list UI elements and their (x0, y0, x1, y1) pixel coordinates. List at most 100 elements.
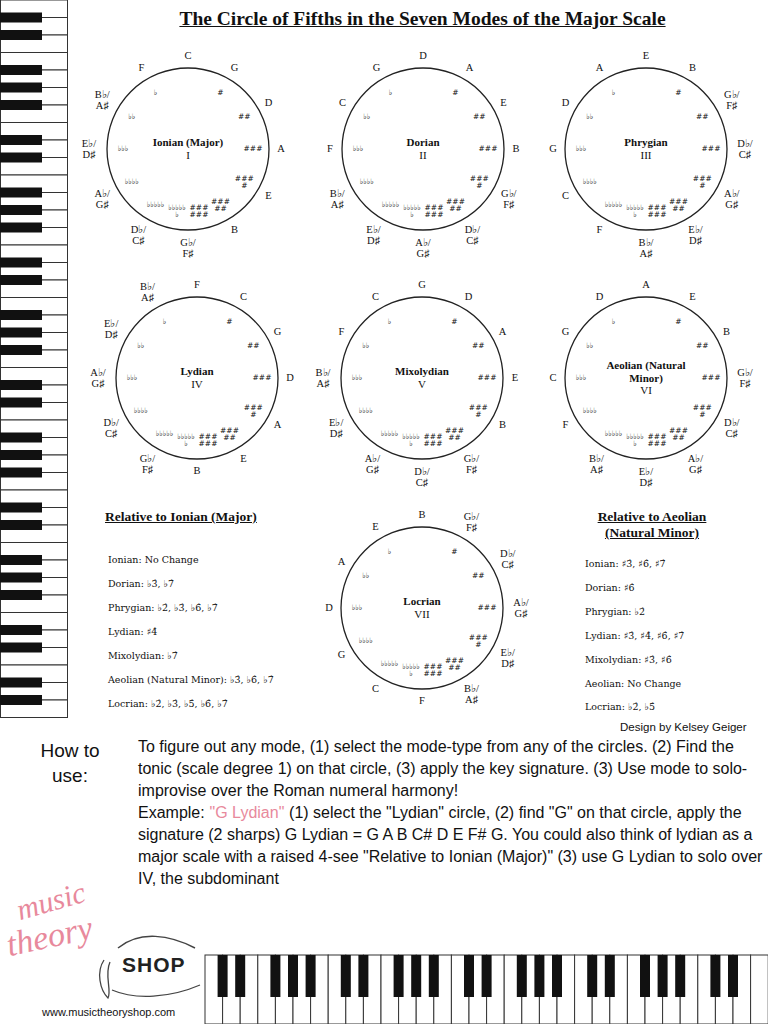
key-signature: # (675, 89, 681, 96)
key-signature: ♭♭♭♭♭♭ (625, 433, 645, 447)
key-signature: ♭♭♭♭♭♭ (401, 663, 421, 677)
note-name: D♭/ C♯ (724, 416, 740, 438)
note-name: A♭/ G♯ (688, 453, 704, 475)
note-name: B (499, 419, 506, 430)
note-name: A♭/ G♯ (95, 187, 111, 209)
mode-rule: Ionian: ♯3̂, ♯6̂, ♯7̂ (585, 558, 666, 569)
key-signature: ###### (424, 204, 444, 218)
note-name: E (372, 522, 378, 533)
note-name: B♭/ A♯ (316, 367, 331, 389)
key-signature: #### (469, 174, 489, 188)
black-key (0, 450, 42, 460)
note-name: A (274, 419, 282, 430)
mode-name: Phrygian (624, 136, 667, 149)
mode-rule: Phrygian: ♭2̂ (585, 606, 645, 617)
note-name: A♭/ G♯ (513, 597, 529, 619)
key-signature: # (226, 318, 232, 325)
black-key (0, 468, 42, 478)
note-name: B (512, 143, 519, 154)
black-key (341, 955, 351, 997)
key-signature: ♭♭♭♭♭ (605, 431, 623, 438)
black-key (0, 433, 42, 443)
black-key (429, 955, 439, 997)
note-name: G (231, 63, 239, 74)
note-name: G (562, 326, 570, 337)
mode-rule: Mixolydian: ♭7̂ (108, 650, 178, 661)
mode-rule: Phrygian: ♭2̂, ♭3̂, ♭6̂, ♭7̂ (108, 602, 218, 613)
key-signature: ♭♭♭♭♭ (156, 431, 174, 438)
roman-numeral: II (419, 149, 426, 162)
key-signature: ##### (669, 198, 689, 212)
black-key (0, 555, 42, 565)
key-signature: ♭ (388, 318, 392, 325)
key-signature: ♭♭♭♭ (125, 178, 139, 185)
note-name: D♭/ C♯ (104, 416, 120, 438)
note-name: G (418, 279, 426, 290)
circle-line (341, 297, 503, 459)
roman-numeral: IV (191, 378, 203, 391)
roman-numeral: VI (640, 384, 652, 397)
key-signature: ##### (445, 657, 465, 671)
note-name: B (418, 509, 425, 520)
how-to-text: To figure out any mode, (1) select the m… (138, 736, 764, 890)
note-name: E♭/ D♯ (501, 646, 515, 668)
circle-line (116, 297, 278, 459)
note-name: B♭/ A♯ (464, 683, 479, 705)
note-name: B (193, 465, 200, 476)
black-key (0, 678, 42, 688)
black-key (270, 955, 280, 997)
key-signature: ♭♭ (137, 342, 144, 349)
note-name: D♭/ C♯ (500, 547, 516, 569)
note-name: C (372, 683, 379, 694)
black-key (464, 955, 474, 997)
credit: Design by Kelsey Geiger (620, 721, 747, 733)
key-signature: #### (468, 633, 488, 647)
key-signature: ###### (423, 433, 443, 447)
note-name: C (240, 292, 247, 303)
key-signature: ♭♭♭♭♭ (605, 202, 623, 209)
note-name: E (240, 453, 246, 464)
black-key (0, 380, 42, 390)
key-signature: ## (472, 342, 485, 349)
note-name: D (562, 97, 570, 108)
note-name: A♭/ G♯ (724, 187, 740, 209)
note-name: A♭/ G♯ (415, 237, 431, 259)
note-name: B (231, 224, 238, 235)
note-name: D♭/ C♯ (414, 466, 430, 488)
note-name: B♭/ A♯ (639, 237, 654, 259)
note-name: A (642, 279, 650, 290)
black-key (0, 205, 42, 215)
black-key (0, 258, 42, 268)
black-key (306, 955, 316, 997)
key-signature: ## (472, 572, 485, 579)
mode-name: Mixolydian (395, 365, 449, 378)
key-signature: # (452, 89, 458, 96)
website: www.musictheoryshop.com (42, 1006, 175, 1018)
black-key (0, 573, 42, 583)
white-key (751, 955, 768, 1024)
mode-rule: Aeolian (Natural Minor): ♭3̂, ♭6̂, ♭7̂ (108, 674, 274, 685)
note-name: A (338, 556, 346, 567)
note-name: B♭/ A♯ (95, 88, 110, 110)
key-signature: ## (473, 113, 486, 120)
how-to-heading: How to use: (32, 739, 108, 788)
note-name: B (689, 63, 696, 74)
note-name: G♭/ F♯ (180, 237, 196, 259)
note-name: E (500, 97, 506, 108)
key-signature: ♭♭♭♭ (360, 178, 374, 185)
key-signature: #### (468, 403, 488, 417)
mode-name: Ionian (Major) (153, 136, 224, 149)
mode-rule: Dorian: ♯6̂ (585, 582, 635, 593)
note-name: D (596, 292, 604, 303)
key-signature: ♭ (389, 89, 393, 96)
note-name: C (184, 50, 191, 61)
key-signature: # (217, 89, 223, 96)
key-signature: ♭♭♭ (352, 604, 363, 611)
note-name: G♭/ F♯ (464, 511, 480, 533)
mode-rule: Locrian: ♭2̂, ♭5̂ (585, 701, 655, 712)
circle-line (107, 68, 269, 230)
logo-swoosh (112, 985, 200, 996)
key-signature: ♭♭♭ (576, 145, 587, 152)
black-key (0, 223, 42, 233)
note-name: F (563, 419, 569, 430)
